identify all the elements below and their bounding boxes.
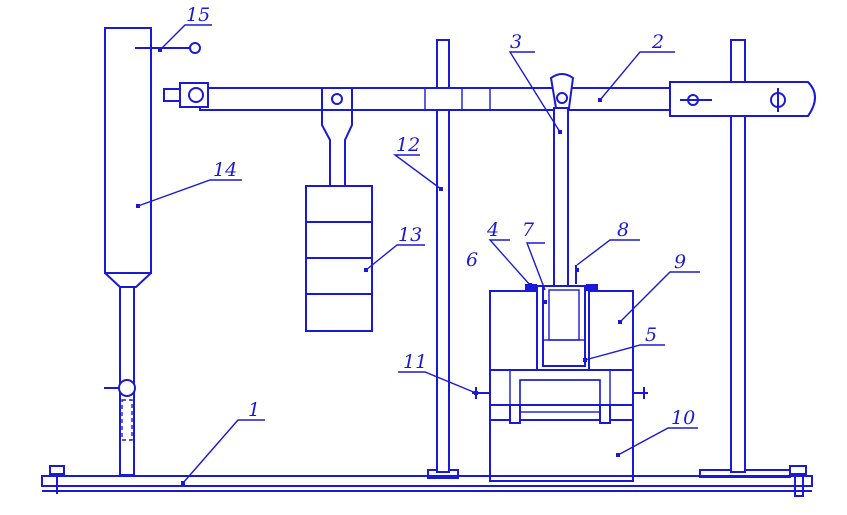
stand-rod-12 (436, 39, 450, 473)
label-7: 7 (522, 219, 535, 241)
label-14: 14 (213, 159, 237, 181)
label-3: 3 (510, 31, 522, 53)
label-8: 8 (617, 219, 629, 241)
label-2: 2 (651, 31, 664, 53)
leader-lines (137, 24, 700, 484)
base-plate (41, 465, 813, 497)
label-11: 11 (403, 351, 427, 373)
label-9: 9 (674, 251, 686, 273)
upper-block-9 (489, 265, 634, 371)
label-6: 6 (466, 249, 478, 271)
middle-zone (472, 369, 648, 421)
burette-cylinder (104, 27, 152, 476)
label-10: 10 (671, 407, 695, 429)
label-4: 4 (486, 219, 499, 241)
label-12: 12 (396, 134, 420, 156)
lower-block-10 (489, 404, 634, 482)
label-13: 13 (398, 224, 422, 246)
stem-rod-3 (549, 73, 575, 339)
label-5: 5 (645, 324, 657, 346)
label-1: 1 (248, 399, 260, 421)
stand-rod-right (730, 39, 746, 473)
leader-dots (136, 48, 622, 485)
label-15: 15 (186, 4, 210, 26)
weights-stack (305, 185, 373, 332)
lever-arm (163, 81, 816, 117)
weight-hanger (321, 87, 353, 186)
